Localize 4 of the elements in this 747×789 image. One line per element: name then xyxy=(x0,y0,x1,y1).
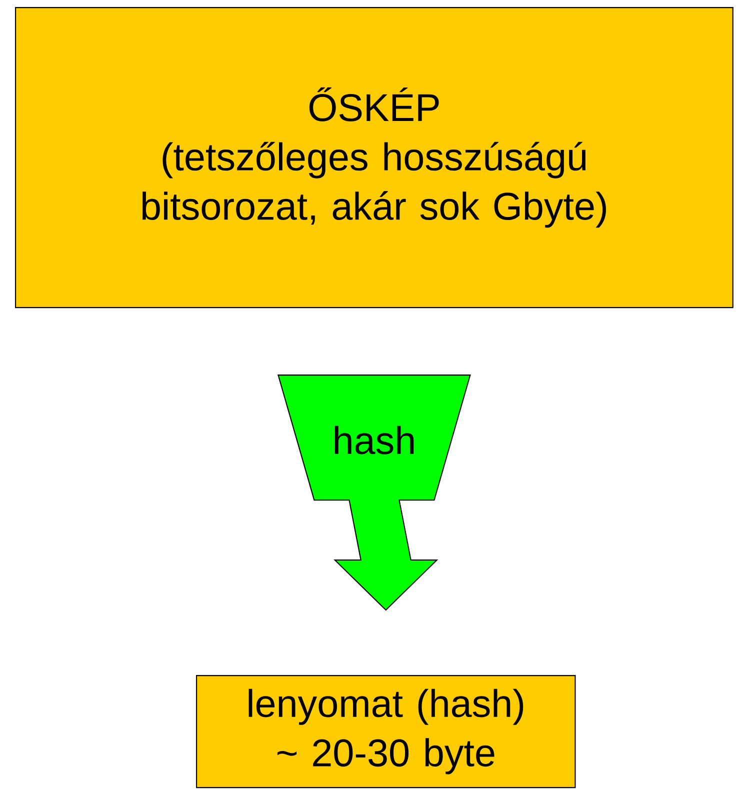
funnel-arrow xyxy=(278,374,471,611)
text-box: lenyomat (hash) ~ 20-30 byte xyxy=(196,675,576,788)
text-box: ŐSKÉP (tetszőleges hosszúságú bitsorozat, akár sok Gbyte) xyxy=(15,7,734,308)
edge-label: hash xyxy=(334,426,414,454)
